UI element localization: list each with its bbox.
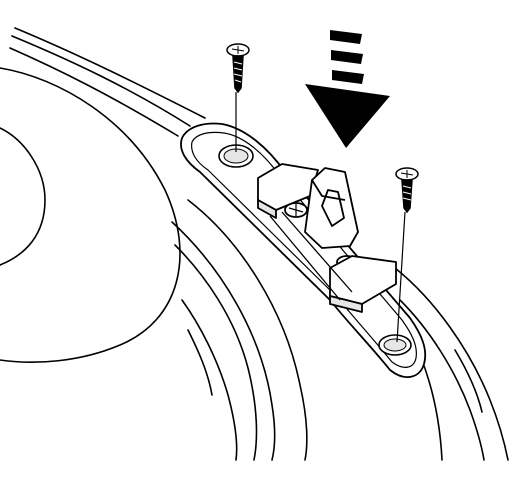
latch-clip-edge <box>311 179 346 201</box>
latch-rail <box>269 211 353 301</box>
housing-top-edge-third <box>9 47 179 137</box>
latch-mechanism <box>257 163 397 313</box>
guide-line-right <box>396 211 406 343</box>
surround-ring-4 <box>181 299 238 461</box>
right-rim-curve-inner <box>399 299 485 461</box>
surround-ring-3 <box>174 244 258 461</box>
arrow-head <box>305 84 390 148</box>
latch-pad-upper-side <box>257 199 277 219</box>
screw-left-shaft <box>232 55 244 94</box>
arrow-bar-3 <box>332 70 364 84</box>
right-rim-curve-outer <box>394 267 509 461</box>
housing-top-edge-inner <box>11 35 191 127</box>
screw-holes <box>218 144 412 356</box>
screw-right-shaft <box>401 179 413 214</box>
screw-left-head-slot <box>231 46 245 54</box>
guide-lines <box>235 92 406 343</box>
speaker-housing <box>0 27 509 461</box>
cone-inner-curve <box>0 127 46 266</box>
screw-right-threads <box>402 185 412 201</box>
screw-right-head-slot <box>400 170 414 178</box>
screw-hole-bottom-inner <box>383 338 407 352</box>
arrow-bar-2 <box>331 50 363 64</box>
surround-ring-1 <box>187 199 308 461</box>
rim-edge-short <box>454 349 483 413</box>
housing-top-edge-outer <box>14 27 206 119</box>
screw-left-threads <box>233 61 243 83</box>
screw-left <box>226 43 250 94</box>
down-arrow-icon <box>305 30 390 148</box>
surround-ring-5 <box>187 329 213 396</box>
cone-outer-curve <box>0 67 181 363</box>
latch-screw-slot <box>288 204 304 216</box>
bracket-plate-inner <box>191 131 417 368</box>
latch-pad-lower-face <box>329 295 363 313</box>
lower-rim-curve <box>419 354 443 461</box>
surround-ring-2 <box>171 221 276 461</box>
screw-right <box>395 167 419 214</box>
arrow-bar-1 <box>330 30 362 44</box>
